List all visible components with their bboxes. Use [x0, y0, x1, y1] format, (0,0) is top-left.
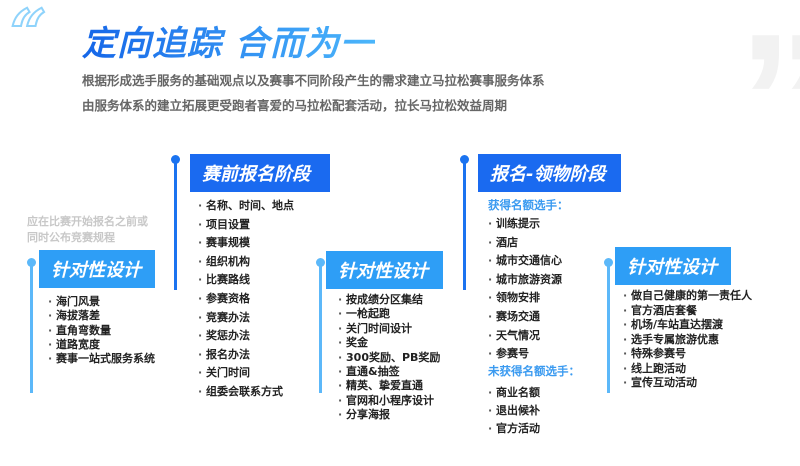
col3-list: 按成绩分区集结一枪起跑关门时间设计奖金300奖励、PB奖励直通&抽签精英、挚爱直… — [338, 293, 440, 423]
list-item: 线上跑活动 — [623, 362, 752, 377]
list-item: 项目设置 — [198, 216, 294, 235]
open-quote-icon: “ — [9, 0, 48, 71]
list-item: 城市旅游资源 — [488, 271, 562, 290]
subtitle-line: 由服务体系的建立拓展更受跑者喜爱的马拉松配套活动，拉长马拉松效益周期 — [82, 98, 508, 113]
list-item: 赛事一站式服务系统 — [48, 352, 155, 366]
list-item: 300奖励、PB奖励 — [338, 351, 440, 365]
list-item: 海拔落差 — [48, 309, 155, 323]
page-title: 定向追踪 合而为一 — [82, 16, 375, 65]
list-item: 关门时间设计 — [338, 322, 440, 336]
list-item: 奖金 — [338, 336, 440, 350]
list-item: 宣传互动活动 — [623, 376, 752, 391]
col4-list-1: 训练提示酒店城市交通信心城市旅游资源领物安排赛场交通天气情况参赛号 — [488, 215, 562, 364]
list-item: 做自己健康的第一责任人 — [623, 289, 752, 304]
timeline-line — [460, 155, 469, 290]
subtitle-line: 根据形成选手服务的基础观点以及赛事不同阶段产生的需求建立马拉松赛事服务体系 — [82, 73, 545, 88]
col5-title-box: 针对性设计 — [615, 247, 731, 285]
list-item: 竞赛办法 — [198, 309, 294, 328]
list-item: 直通&抽签 — [338, 365, 440, 379]
list-item: 海门风景 — [48, 295, 155, 309]
col2-title-box: 赛前报名阶段 — [190, 154, 330, 192]
col4-list-2: 商业名额退出候补官方活动 — [488, 384, 540, 438]
list-item: 精英、挚爱直通 — [338, 379, 440, 393]
group-heading: 未获得名额选手： — [488, 364, 580, 378]
close-quote-icon: ” — [738, 6, 800, 196]
list-item: 赛事规模 — [198, 234, 294, 253]
col3-title-box: 针对性设计 — [326, 251, 443, 289]
col2-list: 名称、时间、地点项目设置赛事规模组织机构比赛路线参赛资格竞赛办法奖惩办法报名办法… — [198, 197, 294, 402]
list-item: 直角弯数量 — [48, 324, 155, 338]
list-item: 退出候补 — [488, 402, 540, 420]
note-text: 应在比赛开始报名之前或同时公布竞赛规程 — [27, 215, 148, 244]
list-item: 奖惩办法 — [198, 327, 294, 346]
list-item: 领物安排 — [488, 289, 562, 308]
list-item: 城市交通信心 — [488, 252, 562, 271]
list-item: 组委会联系方式 — [198, 383, 294, 402]
col1-list: 海门风景海拔落差直角弯数量道路宽度赛事一站式服务系统 — [48, 295, 155, 366]
col1-title-box: 针对性设计 — [39, 250, 155, 288]
list-item: 道路宽度 — [48, 338, 155, 352]
list-item: 商业名额 — [488, 384, 540, 402]
list-item: 名称、时间、地点 — [198, 197, 294, 216]
list-item: 选手专属旅游优惠 — [623, 333, 752, 348]
list-item: 赛场交通 — [488, 308, 562, 327]
col4-title-box: 报名-领物阶段 — [478, 154, 621, 192]
list-item: 酒店 — [488, 234, 562, 253]
list-item: 参赛号 — [488, 345, 562, 364]
list-item: 机场/车站直达摆渡 — [623, 318, 752, 333]
list-item: 组织机构 — [198, 253, 294, 272]
list-item: 报名办法 — [198, 346, 294, 365]
list-item: 关门时间 — [198, 364, 294, 383]
list-item: 参赛资格 — [198, 290, 294, 309]
list-item: 官方活动 — [488, 420, 540, 438]
col5-list: 做自己健康的第一责任人官方酒店套餐机场/车站直达摆渡选手专属旅游优惠特殊参赛号线… — [623, 289, 752, 391]
timeline-line — [604, 258, 613, 393]
timeline-line — [171, 155, 180, 290]
list-item: 官方酒店套餐 — [623, 304, 752, 319]
list-item: 按成绩分区集结 — [338, 293, 440, 307]
list-item: 天气情况 — [488, 327, 562, 346]
list-item: 分享海报 — [338, 408, 440, 422]
list-item: 特殊参赛号 — [623, 347, 752, 362]
list-item: 比赛路线 — [198, 271, 294, 290]
timeline-line — [27, 258, 36, 393]
list-item: 官网和小程序设计 — [338, 394, 440, 408]
list-item: 训练提示 — [488, 215, 562, 234]
group-heading: 获得名额选手： — [488, 198, 569, 212]
timeline-line — [316, 258, 325, 393]
list-item: 一枪起跑 — [338, 307, 440, 321]
